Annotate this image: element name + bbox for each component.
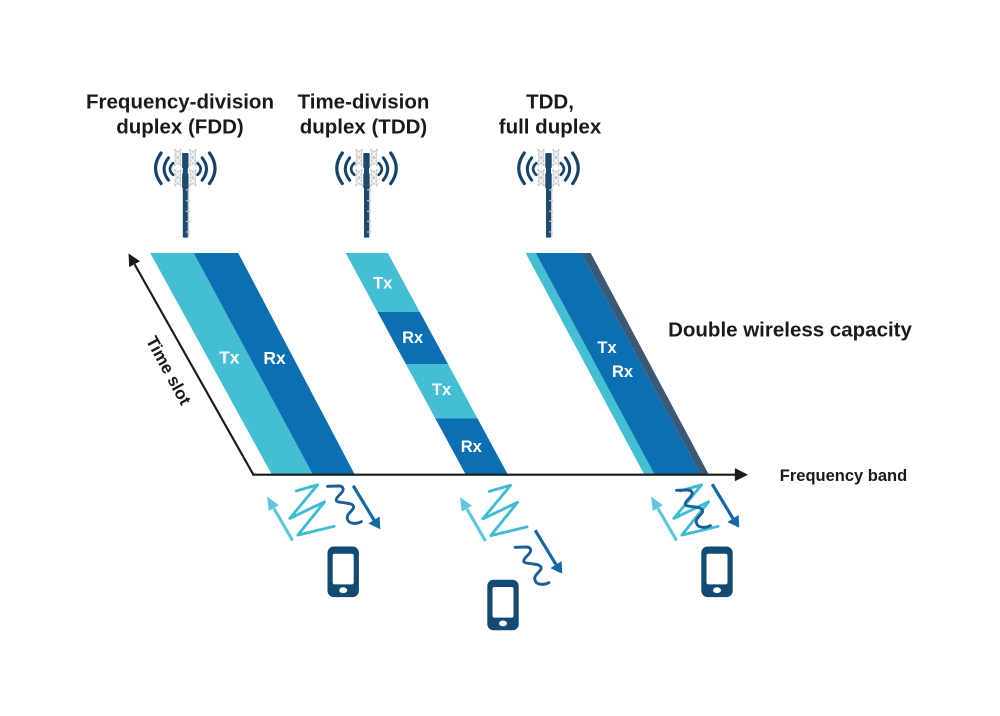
svg-text:duplex (FDD): duplex (FDD) bbox=[116, 116, 244, 139]
svg-text:Tx: Tx bbox=[432, 381, 452, 399]
svg-text:Rx: Rx bbox=[263, 348, 286, 368]
svg-text:duplex (TDD): duplex (TDD) bbox=[300, 116, 428, 139]
svg-text:Double wireless capacity: Double wireless capacity bbox=[668, 319, 912, 342]
svg-text:Rx: Rx bbox=[402, 329, 424, 347]
svg-text:Frequency band: Frequency band bbox=[780, 467, 907, 485]
svg-text:Frequency-division: Frequency-division bbox=[86, 91, 274, 114]
svg-text:TDD,: TDD, bbox=[526, 91, 574, 114]
svg-text:Time-division: Time-division bbox=[298, 91, 430, 114]
svg-text:full duplex: full duplex bbox=[499, 116, 602, 139]
svg-text:Tx: Tx bbox=[373, 275, 393, 293]
svg-text:Rx: Rx bbox=[461, 438, 483, 456]
svg-text:Rx: Rx bbox=[612, 363, 634, 381]
svg-text:Time slot: Time slot bbox=[142, 333, 196, 409]
svg-text:Tx: Tx bbox=[597, 339, 617, 357]
svg-text:Tx: Tx bbox=[219, 348, 240, 368]
